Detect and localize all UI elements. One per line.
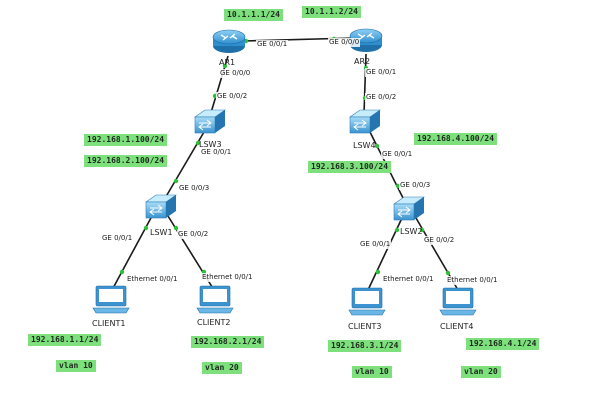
port-dot [222,63,228,69]
port-label: GE 0/0/3 [399,181,432,190]
ip-tag-client1: 192.168.1.1/24 [28,334,102,346]
device-label-lsw3: LSW3 [199,140,222,149]
pc-icon[interactable] [439,287,477,316]
port-dot [143,225,149,231]
port-label: Ethernet 0/0/1 [126,275,179,284]
device-label-ar2: AR2 [354,57,371,66]
device-label-client4: CLIENT4 [440,322,474,331]
port-label: GE 0/0/1 [381,150,414,159]
pc-icon[interactable] [348,287,386,316]
router-icon[interactable] [212,29,246,53]
port-label: GE 0/0/2 [365,93,398,102]
port-label: GE 0/0/1 [101,234,134,243]
device-label-lsw4: LSW4 [353,141,376,150]
device-label-client1: CLIENT1 [92,319,126,328]
vlan-tag-client2: vlan 20 [202,362,242,374]
device-label-lsw2: LSW2 [400,227,423,236]
port-label: GE 0/0/1 [359,240,392,249]
ip-tag-lsw4-vlanif4: 192.168.4.100/24 [414,133,498,145]
switch-icon[interactable] [349,109,381,134]
switch-icon[interactable] [393,196,425,221]
port-dot [394,227,400,233]
ip-tag-ar2: 10.1.1.2/24 [302,6,361,18]
link-ar2-lsw4[interactable] [363,53,367,115]
device-label-ar1: AR1 [219,58,236,67]
switch-icon[interactable] [194,109,226,134]
port-label: Ethernet 0/0/1 [446,276,499,285]
ip-tag-lsw3-vlanif2: 192.168.2.100/24 [84,155,168,167]
vlan-tag-client4: vlan 20 [461,366,501,378]
port-dot [173,225,179,231]
device-label-client2: CLIENT2 [197,318,231,327]
port-label: Ethernet 0/0/1 [382,275,435,284]
pc-icon[interactable] [92,285,130,314]
device-label-lsw1: LSW1 [150,228,173,237]
port-label: GE 0/0/0 [219,69,252,78]
port-dot [375,269,381,275]
port-label: GE 0/0/2 [216,92,249,101]
port-dot [374,143,380,149]
port-label: GE 0/0/3 [178,184,211,193]
vlan-tag-client3: vlan 10 [352,366,392,378]
device-label-client3: CLIENT3 [348,322,382,331]
port-dot [119,269,125,275]
ip-tag-client2: 192.168.2.1/24 [191,336,265,348]
port-label: GE 0/0/1 [200,148,233,157]
port-dot [195,140,201,146]
port-dot [419,227,425,233]
ip-tag-ar1: 10.1.1.1/24 [224,9,283,21]
port-dot [173,178,179,184]
vlan-tag-client1: vlan 10 [56,360,96,372]
port-label: GE 0/0/1 [365,68,398,77]
ip-tag-client3: 192.168.3.1/24 [328,340,402,352]
port-dot [445,270,451,276]
switch-icon[interactable] [145,194,177,219]
ip-tag-lsw4-vlanif3: 192.168.3.100/24 [308,161,392,173]
port-label: GE 0/0/1 [256,40,289,49]
port-label: GE 0/0/2 [423,236,456,245]
ip-tag-lsw3-vlanif1: 192.168.1.100/24 [84,134,168,146]
port-label: GE 0/0/2 [177,230,210,239]
port-label: GE 0/0/0 [328,38,361,47]
port-label: Ethernet 0/0/1 [201,273,254,282]
ip-tag-client4: 192.168.4.1/24 [466,338,540,350]
pc-icon[interactable] [196,285,234,314]
